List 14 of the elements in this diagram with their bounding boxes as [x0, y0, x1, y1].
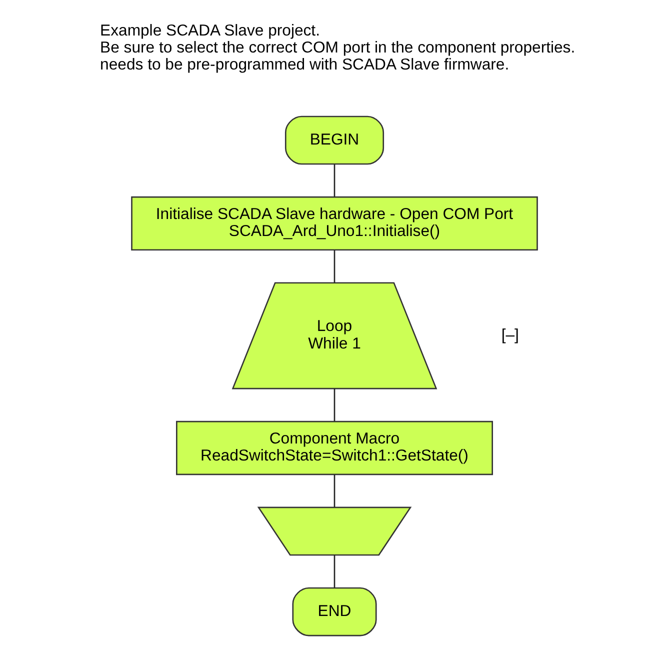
- connector: [334, 164, 336, 197]
- connector: [334, 555, 336, 588]
- node-box: Initialise SCADA Slave hardware - Open COM Port SCADA_Ard_Uno1::Initialise(): [131, 196, 538, 251]
- node-box: [257, 506, 412, 556]
- connector: [334, 474, 336, 507]
- connector: [334, 250, 336, 283]
- label: [–]: [501, 326, 519, 344]
- node-box: BEGIN: [284, 116, 384, 165]
- label: Example SCADA Slave project.: [100, 22, 320, 40]
- node-box: END: [292, 587, 377, 636]
- label: Be sure to select the correct COM port in the component properties.: [100, 40, 576, 57]
- label: needs to be pre-programmed with SCADA Slave firmware.: [100, 56, 510, 74]
- node-box: Component Macro ReadSwitchState=Switch1::GetState(): [176, 420, 493, 476]
- connector: [334, 388, 336, 422]
